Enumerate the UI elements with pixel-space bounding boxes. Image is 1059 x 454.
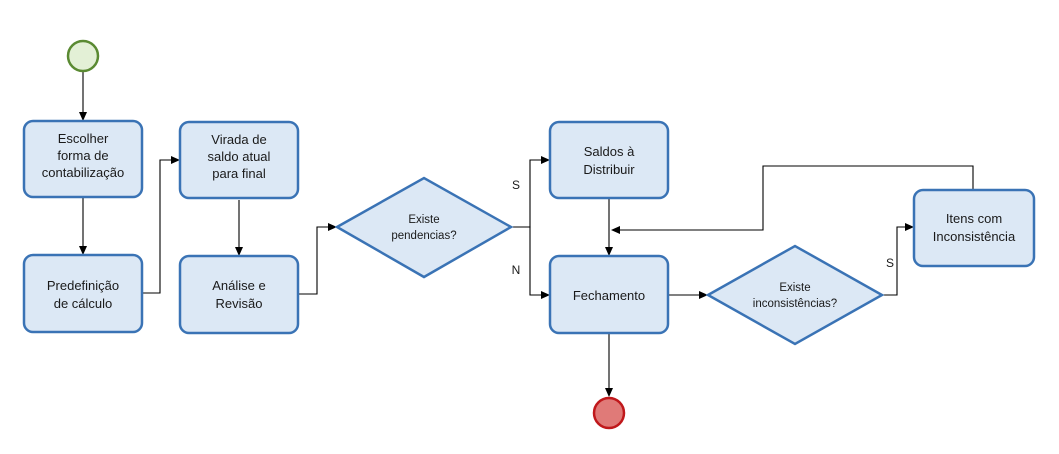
flow-pendencias-yes-to-saldos (512, 156, 550, 228)
svg-text:Fechamento: Fechamento (573, 288, 645, 303)
end-event (592, 396, 626, 430)
flow-itens-loop-to-fechamento (611, 165, 974, 234)
edge-label-pendencias-yes: S (512, 178, 520, 192)
edge-label-inconsistencias-yes: S (886, 256, 894, 270)
edge-label-pendencias-no: N (512, 263, 521, 277)
flow-inconsistencias-yes-to-itens (882, 223, 914, 296)
flow-analise-to-pendencias (298, 223, 337, 295)
flow-predefinicao-to-virada (142, 156, 180, 294)
connectors (79, 72, 974, 397)
task-fechamento: Fechamento (548, 254, 670, 335)
start-event (66, 39, 100, 73)
flow-pendencias-no-to-fechamento (512, 226, 550, 299)
